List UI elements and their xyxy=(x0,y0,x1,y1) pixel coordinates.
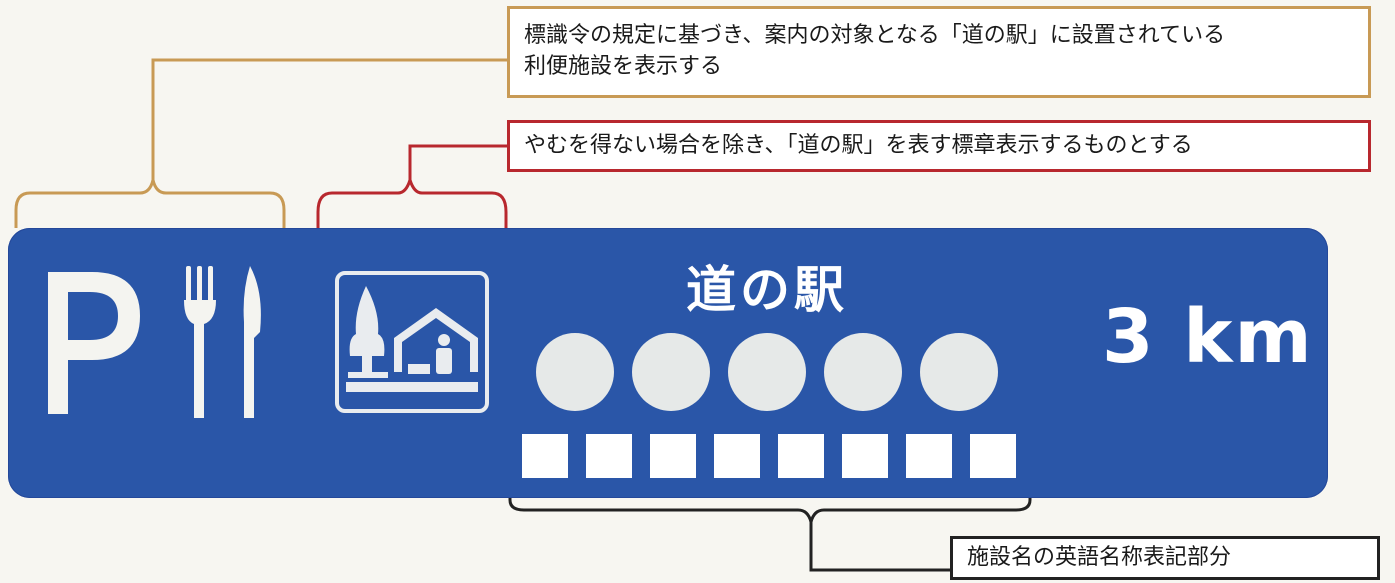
english-name-placeholder xyxy=(650,434,696,478)
english-name-placeholder xyxy=(842,434,888,478)
callout-facilities-line2: 利便施設を表示する xyxy=(524,54,723,79)
japanese-name-placeholder xyxy=(536,333,614,411)
facilities-bracket xyxy=(14,58,507,228)
english-name-placeholder xyxy=(778,434,824,478)
callout-facilities-line1: 標識令の規定に基づき、案内の対象となる「道の駅」に設置されている xyxy=(524,23,1226,48)
michi-no-eki-icon xyxy=(335,271,489,413)
symbol-bracket xyxy=(316,144,508,228)
callout-symbol: やむを得ない場合を除き、「道の駅」を表す標章表示するものとする xyxy=(507,120,1371,172)
sign-name: 道の駅 xyxy=(686,261,848,319)
english-name-placeholder xyxy=(714,434,760,478)
parking-icon xyxy=(48,272,140,414)
callout-english-name: 施設名の英語名称表記部分 xyxy=(950,536,1380,580)
english-name-bracket xyxy=(508,492,1032,572)
english-name-placeholder xyxy=(522,434,568,478)
callout-english-name-text: 施設名の英語名称表記部分 xyxy=(967,545,1232,570)
english-name-placeholder xyxy=(586,434,632,478)
japanese-name-placeholder xyxy=(824,333,902,411)
japanese-name-placeholder xyxy=(728,333,806,411)
english-name-placeholder xyxy=(906,434,952,478)
japanese-name-placeholder xyxy=(632,333,710,411)
callout-facilities: 標識令の規定に基づき、案内の対象となる「道の駅」に設置されている 利便施設を表示… xyxy=(507,6,1371,98)
sign-distance: 3 km xyxy=(1102,294,1314,380)
english-name-placeholder xyxy=(970,434,1016,478)
japanese-name-placeholder xyxy=(920,333,998,411)
restaurant-icon xyxy=(184,266,261,418)
callout-symbol-text: やむを得ない場合を除き、「道の駅」を表す標章表示するものとする xyxy=(524,133,1193,158)
